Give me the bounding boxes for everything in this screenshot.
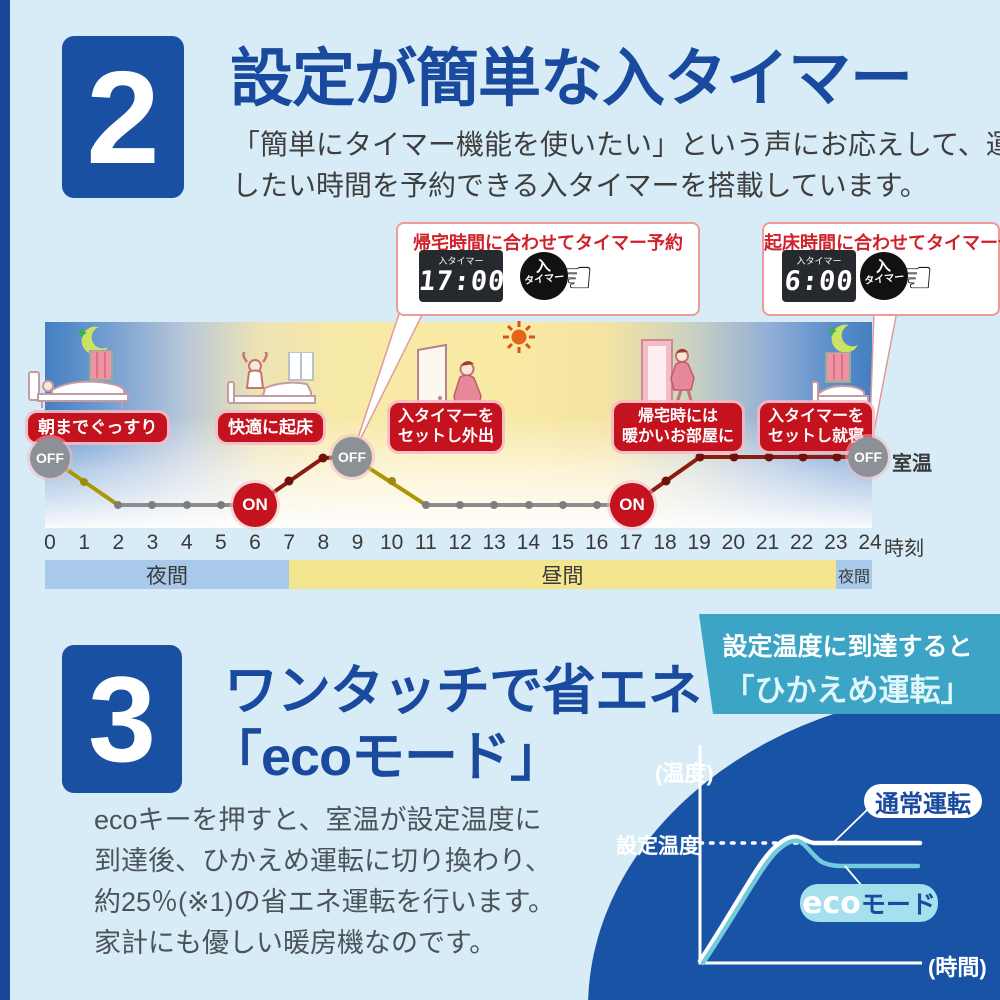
sun-icon	[503, 321, 535, 353]
marker-off-0h: OFF	[30, 438, 70, 478]
timer-lcd-display-2: 入タイマー 6:00	[782, 250, 856, 302]
eco-mode-pill-en: eco	[802, 885, 861, 921]
hour-tick-16: 16	[584, 531, 609, 554]
section3-number: 3	[88, 651, 156, 787]
hour-tick-8: 8	[317, 531, 330, 554]
hour-tick-21: 21	[755, 531, 780, 554]
pointing-hand-icon-2: ☜	[893, 250, 935, 304]
label-set-timer-go-out: 入タイマーを セットし外出	[390, 403, 503, 451]
wake-up-scene	[227, 352, 316, 404]
hour-tick-17: 17	[619, 531, 643, 554]
hour-tick-23: 23	[824, 531, 848, 554]
section2-body: 「簡単にタイマー機能を使いたい」という声にお応えして、運転 したい時間を予約でき…	[232, 124, 1000, 206]
band-day: 昼間	[289, 560, 836, 589]
hour-tick-20: 20	[721, 531, 746, 554]
hour-tick-22: 22	[789, 531, 814, 554]
label-sleep-soundly: 朝までぐっすり	[28, 413, 168, 442]
hour-tick-24: 24	[858, 531, 882, 554]
room-temp-axis-label: 室温	[892, 453, 932, 475]
hour-tick-5: 5	[214, 531, 227, 554]
eco-banner-line2: 「ひかえめ運転」に！	[723, 673, 972, 708]
section2-number: 2	[86, 43, 160, 191]
y-axis-label: (温度)	[655, 761, 714, 786]
hour-tick-1: 1	[78, 531, 90, 554]
pointing-hand-icon: ☜	[553, 250, 595, 304]
hour-tick-14: 14	[516, 531, 541, 554]
marker-on-6h: ON	[233, 483, 277, 527]
return-timer-callout: 帰宅時間に合わせてタイマー予約 入タイマー 17:00 入 タイマー ☜	[396, 222, 700, 316]
section2-body-line2: したい時間を予約できる入タイマーを搭載しています。	[232, 170, 928, 201]
hour-tick-10: 10	[379, 531, 404, 554]
eco-mode-pill-jp: モード	[860, 891, 936, 919]
hour-tick-4: 4	[180, 531, 193, 554]
bedtime-scene	[812, 352, 869, 404]
return-timer-callout-title: 帰宅時間に合わせてタイマー予約	[413, 233, 683, 253]
moon-icon	[77, 326, 108, 355]
eco-banner-line1: 設定温度に到達すると	[722, 633, 973, 661]
wake-timer-callout: 起床時間に合わせてタイマー予約 入タイマー 6:00 入 タイマー ☜	[762, 222, 1000, 316]
moon-icon-right	[827, 324, 858, 353]
timer-lcd-display: 入タイマー 17:00	[417, 250, 507, 302]
marker-off-24h: OFF	[848, 437, 888, 477]
label-set-timer-bedtime: 入タイマーを セットし就寝	[760, 403, 873, 451]
hour-tick-7: 7	[283, 531, 295, 554]
lcd-time-17: 17:00	[417, 266, 507, 297]
section3-title-line1: ワンタッチで省エネ	[224, 661, 702, 721]
return-home-scene	[641, 339, 695, 409]
band-night-left: 夜間	[45, 560, 289, 589]
section2-body-line1: 「簡単にタイマー機能を使いたい」という声にお応えして、運転	[232, 129, 1000, 160]
hour-tick-15: 15	[550, 531, 575, 554]
hour-tick-19: 19	[687, 531, 711, 554]
normal-operation-pill: 通常運転	[864, 784, 982, 818]
sleeping-bed-scene	[28, 350, 129, 408]
eco-banner: 設定温度に到達すると 「ひかえめ運転」に！	[699, 614, 1000, 714]
section3-title-line2: 「ecoモード」	[208, 727, 564, 787]
hour-tick-13: 13	[482, 531, 506, 554]
hour-tick-6: 6	[249, 531, 261, 554]
label-wake-comfortably: 快適に起床	[218, 413, 323, 442]
lcd-time-6: 6:00	[782, 266, 856, 297]
section2-title: 設定が簡単な入タイマー	[230, 44, 913, 114]
label-warm-room-on-return: 帰宅時には 暖かいお部屋に	[614, 403, 743, 451]
hour-tick-9: 9	[351, 531, 364, 554]
band-night-right: 夜間	[836, 560, 872, 589]
lcd-mode-label: 入タイマー	[438, 256, 484, 266]
hour-tick-11: 11	[414, 531, 437, 554]
section3-body-line3: 約25％(※1)の省エネ運転を行います。	[94, 887, 555, 917]
section3-body-line1: ecoキーを押すと、室温が設定温度に	[94, 805, 542, 835]
hour-tick-18: 18	[653, 531, 677, 554]
section2-number-badge: 2	[62, 36, 184, 198]
lcd-mode-label-2: 入タイマー	[796, 256, 842, 266]
left-accent-strip	[0, 0, 10, 1000]
hour-tick-0: 0	[44, 531, 56, 554]
section3-body-line2: 到達後、ひかえめ運転に切り換わり、	[94, 846, 552, 876]
hour-tick-2: 2	[112, 531, 125, 554]
section3-body-line4: 家計にも優しい暖房機なのです。	[94, 928, 497, 958]
hour-tick-12: 12	[448, 531, 472, 554]
hour-axis-suffix: 時刻	[884, 538, 924, 560]
section3-body: ecoキーを押すと、室温が設定温度に 到達後、ひかえめ運転に切り換わり、 約25…	[94, 800, 555, 964]
section3-number-badge: 3	[62, 645, 182, 793]
set-temp-label: 設定温度	[616, 835, 700, 858]
hour-tick-3: 3	[146, 531, 159, 554]
marker-on-17h: ON	[610, 483, 654, 527]
marker-off-9h: OFF	[332, 437, 372, 477]
wake-timer-callout-title: 起床時間に合わせてタイマー予約	[764, 233, 1000, 253]
x-axis-label: (時間)	[928, 955, 987, 980]
